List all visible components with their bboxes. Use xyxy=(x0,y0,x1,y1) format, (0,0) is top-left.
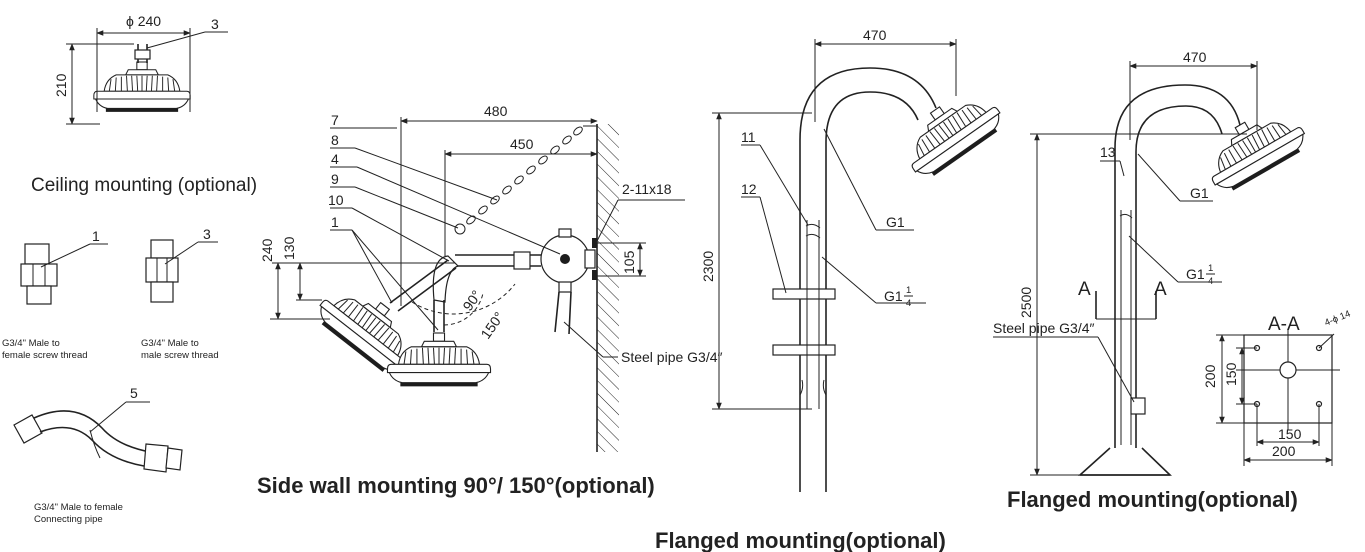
fitting-5-callout: 5 xyxy=(130,385,138,401)
flanged2-dim-470: 470 xyxy=(1183,49,1207,65)
fitting-male-thread: 3 G3/4" Male to male screw thread xyxy=(141,226,219,361)
fitting-3-desc-line1: G3/4" Male to xyxy=(141,338,199,349)
chain xyxy=(454,126,583,235)
callout-9: 9 xyxy=(331,171,339,187)
flanged1-frac-den: 4 xyxy=(906,298,911,309)
dim-480: 480 xyxy=(484,103,508,119)
fitting-3-desc-line2: male screw thread xyxy=(141,350,219,361)
dim-130: 130 xyxy=(281,236,297,260)
flanged1-dim-470: 470 xyxy=(863,27,887,43)
side-wall-title: Side wall mounting 90°/ 150°(optional) xyxy=(257,473,655,498)
ceiling-mounting-view: ϕ 240 210 3 Ceiling mounting (optional) xyxy=(31,13,257,196)
flanged1-callout-11: 11 xyxy=(741,129,756,145)
flanged1-callout-12: 12 xyxy=(741,181,757,197)
section-title: A-A xyxy=(1268,314,1300,335)
flanged1-frac-num: 1 xyxy=(906,285,911,296)
callout-7: 7 xyxy=(331,112,339,128)
section-mark-right: A xyxy=(1154,279,1167,300)
plate-dim-200-h: 200 xyxy=(1272,443,1296,459)
flanged2-steel-pipe-label: Steel pipe G3/4″ xyxy=(993,320,1095,336)
fitting-1-desc-line1: G3/4" Male to xyxy=(2,338,60,349)
ceiling-diameter-label: ϕ 240 xyxy=(126,13,161,29)
flanged1-thread-g1: G1 xyxy=(886,214,905,230)
side-wall-mounting-view: 480 450 240 130 105 2-11x18 90° 150° Ste… xyxy=(257,103,723,498)
fitting-female-thread: 1 G3/4" Male to female screw thread xyxy=(2,228,108,361)
plate-dim-200-v: 200 xyxy=(1202,364,1218,388)
flanged2-frac-den: 4 xyxy=(1208,276,1213,287)
hole-spec: 2-11x18 xyxy=(622,181,672,197)
angle-90: 90° xyxy=(459,287,484,314)
plate-holes: 4-ϕ 14 xyxy=(1323,308,1352,328)
dim-240: 240 xyxy=(259,238,275,262)
fitting-1-callout: 1 xyxy=(92,228,100,244)
flanged-mounting-view-2: 470 2500 A A 13 G1 G1 1 4 Steel pipe G3/… xyxy=(993,49,1352,512)
ceiling-height-label: 210 xyxy=(53,73,69,97)
callout-10: 10 xyxy=(328,192,344,208)
fitting-3-callout: 3 xyxy=(203,226,211,242)
flanged1-thread-g114: G1 xyxy=(884,288,903,304)
side-wall-steel-pipe-label: Steel pipe G3/4″ xyxy=(621,349,723,365)
dim-105: 105 xyxy=(621,250,637,274)
section-mark-left: A xyxy=(1078,279,1091,300)
flanged2-dim-2500: 2500 xyxy=(1018,287,1034,318)
ceiling-caption: Ceiling mounting (optional) xyxy=(31,175,257,196)
flanged2-frac-num: 1 xyxy=(1208,263,1213,274)
fitting-5-desc-line2: Connecting pipe xyxy=(34,514,103,525)
callout-1: 1 xyxy=(331,214,339,230)
ceiling-callout-3: 3 xyxy=(211,16,219,32)
fitting-1-desc-line2: female screw thread xyxy=(2,350,88,361)
dim-450: 450 xyxy=(510,136,534,152)
flanged1-dim-2300: 2300 xyxy=(700,251,716,282)
fitting-5-desc-line1: G3/4" Male to female xyxy=(34,502,123,513)
angle-150: 150° xyxy=(477,309,507,342)
flanged2-thread-g114: G1 xyxy=(1186,266,1205,282)
flanged1-title: Flanged mounting(optional) xyxy=(655,528,946,552)
callout-8: 8 xyxy=(331,132,339,148)
flanged2-thread-g1: G1 xyxy=(1190,185,1209,201)
flanged2-title: Flanged mounting(optional) xyxy=(1007,487,1298,512)
plate-dim-150-h: 150 xyxy=(1278,426,1302,442)
flanged2-callout-13: 13 xyxy=(1100,144,1116,160)
callout-4: 4 xyxy=(331,151,339,167)
plate-dim-150-v: 150 xyxy=(1223,362,1239,386)
fitting-connecting-pipe: 5 G3/4" Male to female Connecting pipe xyxy=(13,385,183,525)
flanged-mounting-view-1: 470 2300 11 12 G1 G1 1 4 Flanged mountin… xyxy=(655,27,1009,552)
